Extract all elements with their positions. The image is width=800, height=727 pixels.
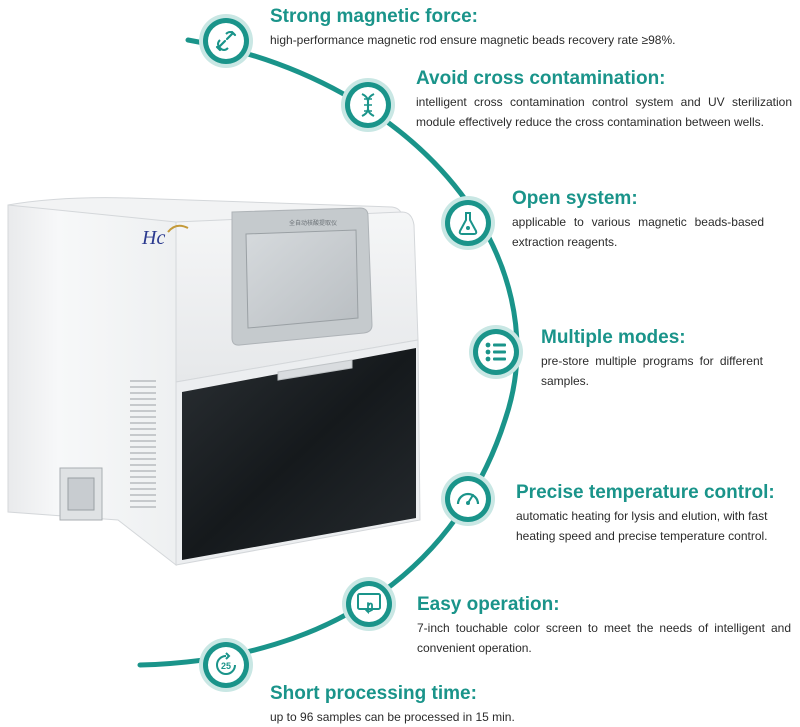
feature-easy-operation: Easy operation: 7-inch touchable color s… — [417, 594, 791, 658]
screen-label: 全自动核酸提取仪 — [288, 221, 337, 227]
feature-title: Avoid cross contamination: — [416, 68, 666, 89]
touchscreen-icon — [346, 581, 392, 627]
feature-description: pre-store multiple programs for differen… — [541, 354, 763, 388]
feature-description: up to 96 samples can be processed in 15 … — [270, 710, 515, 724]
gauge-icon — [445, 476, 491, 522]
feature-title: Open system: — [512, 188, 638, 209]
feature-description: intelligent cross contamination control … — [416, 95, 792, 129]
feature-title: Precise temperature control: — [516, 482, 775, 503]
feature-description: 7-inch touchable color screen to meet th… — [417, 621, 791, 655]
dna-icon — [345, 82, 391, 128]
feature-strong-magnetic-force: Strong magnetic force: high-performance … — [270, 6, 790, 50]
feature-precise-temperature-control: Precise temperature control: automatic h… — [516, 482, 784, 546]
feature-title: Multiple modes: — [541, 327, 686, 348]
feature-short-processing-time: Short processing time: up to 96 samples … — [270, 683, 730, 727]
timer-icon: 25 — [203, 642, 249, 688]
feature-description: high-performance magnetic rod ensure mag… — [270, 33, 676, 47]
feature-description: applicable to various magnetic beads-bas… — [512, 215, 764, 249]
flask-icon — [445, 200, 491, 246]
feature-title: Strong magnetic force: — [270, 6, 478, 27]
feature-title: Easy operation: — [417, 594, 560, 615]
list-icon — [473, 329, 519, 375]
feature-open-system: Open system: applicable to various magne… — [512, 188, 764, 252]
timer-icon-label: 25 — [221, 661, 231, 671]
feature-title: Short processing time: — [270, 683, 477, 704]
feature-description: automatic heating for lysis and elution,… — [516, 509, 768, 543]
extraction-instrument-image: Hc 全自动核酸提取仪 — [0, 0, 440, 600]
feature-avoid-cross-contamination: Avoid cross contamination: intelligent c… — [416, 68, 792, 132]
feature-multiple-modes: Multiple modes: pre-store multiple progr… — [541, 327, 763, 391]
magnet-icon — [203, 18, 249, 64]
brand-logo: Hc — [142, 227, 166, 249]
